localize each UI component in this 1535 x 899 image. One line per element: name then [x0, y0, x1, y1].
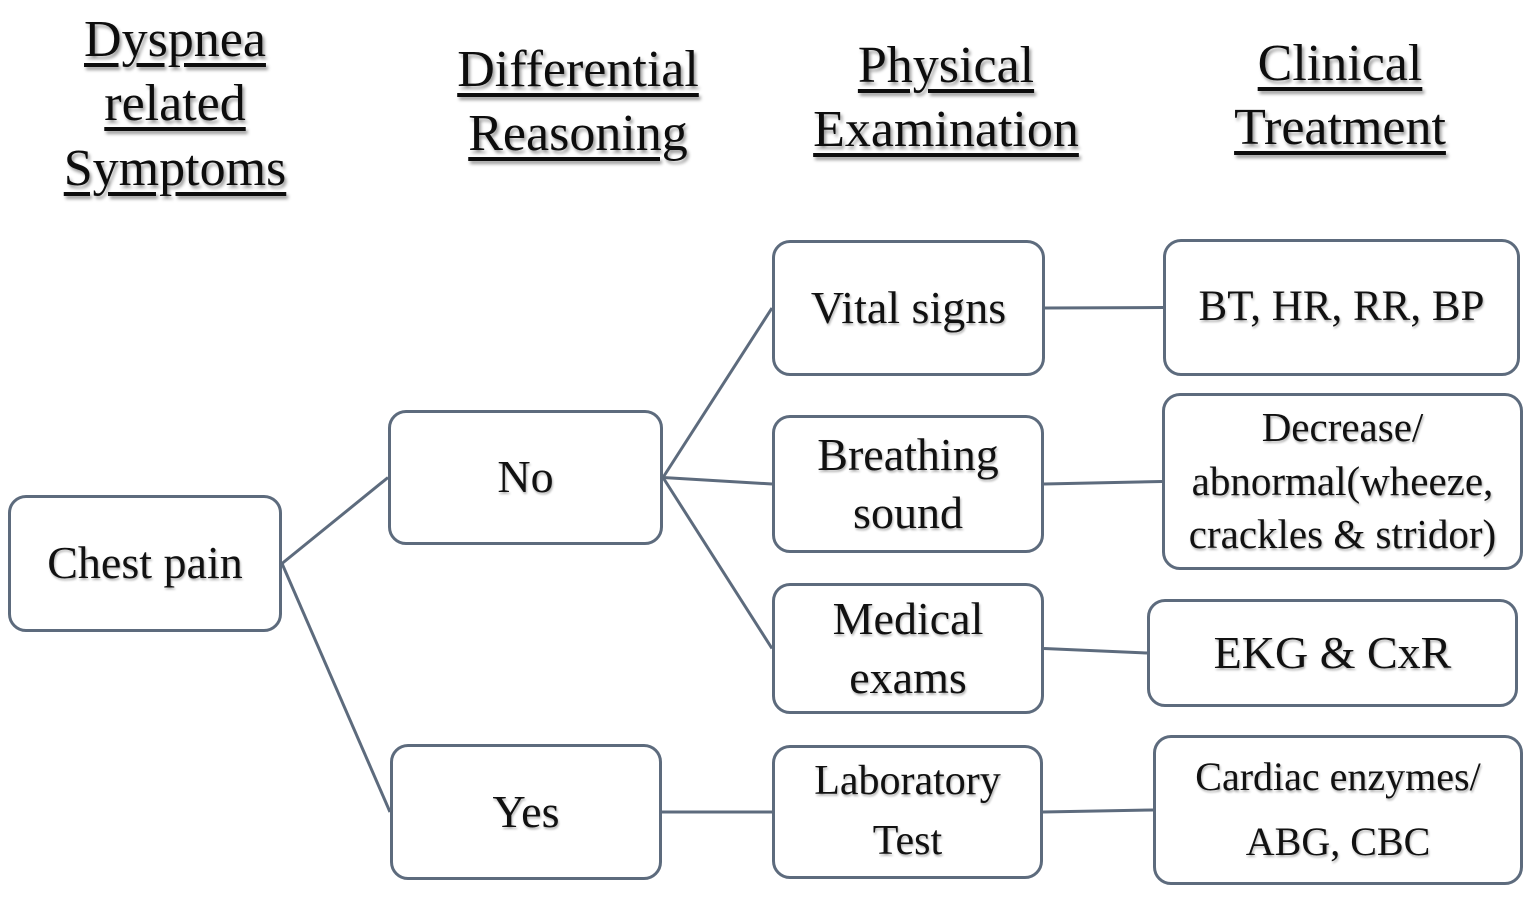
node-decrease-abnormal-breath-sounds: Decrease/ abnormal(wheeze, crackles & st… — [1162, 393, 1523, 570]
column-header-physical-examination: Physical Examination — [813, 37, 1079, 159]
column-header-clinical-treatment: Clinical Treatment — [1234, 35, 1446, 157]
edge-no-breathing_sound — [662, 476, 773, 486]
node-medical-exams: Medical exams — [772, 583, 1044, 714]
node-chest-pain-label: Chest pain — [47, 537, 243, 589]
node-no: No — [388, 410, 663, 545]
node-medical-exams-label: Medical exams — [832, 593, 984, 703]
edge-no-vital_signs — [661, 307, 774, 479]
node-decrease-abnormal-label: Decrease/ abnormal(wheeze, crackles & st… — [1188, 403, 1497, 558]
node-ekg-cxr-label: EKG & CxR — [1213, 626, 1452, 678]
node-ekg-cxr: EKG & CxR — [1147, 599, 1518, 707]
column-header-differential-reasoning: Differential Reasoning — [457, 41, 699, 163]
node-cardiac-enzymes-abg-cbc: Cardiac enzymes/ ABG, CBC — [1153, 735, 1523, 885]
node-chest-pain: Chest pain — [8, 495, 282, 632]
node-cardiac-enzymes-label: Cardiac enzymes/ ABG, CBC — [1195, 754, 1481, 864]
column-header-dyspnea-related-symptoms: Dyspnea related Symptoms — [63, 11, 287, 197]
node-breathing-sound-label: Breathing sound — [817, 428, 999, 538]
edge-medical_exams-ekg_cxr — [1043, 647, 1148, 655]
node-yes-label: Yes — [492, 785, 560, 837]
node-bt-hr-rr-bp-label: BT, HR, RR, BP — [1198, 283, 1485, 331]
node-vital-signs-label: Vital signs — [810, 281, 1007, 333]
edge-chest_pain-no — [281, 476, 389, 565]
edge-vital_signs-bt_hr_rr_bp — [1044, 306, 1164, 310]
edge-laboratory_test-cardiac_enzymes — [1042, 808, 1154, 814]
edge-chest_pain-yes — [280, 562, 392, 813]
node-no-label: No — [497, 451, 554, 503]
node-breathing-sound: Breathing sound — [772, 415, 1044, 553]
node-laboratory-test-label: Laboratory Test — [814, 758, 1001, 864]
edge-no-medical_exams — [661, 476, 774, 650]
node-yes: Yes — [390, 744, 662, 880]
node-vital-signs: Vital signs — [772, 240, 1045, 376]
node-bt-hr-rr-bp: BT, HR, RR, BP — [1163, 239, 1520, 376]
node-laboratory-test: Laboratory Test — [772, 745, 1043, 879]
edge-breathing_sound-decrease_abnormal — [1043, 480, 1163, 486]
